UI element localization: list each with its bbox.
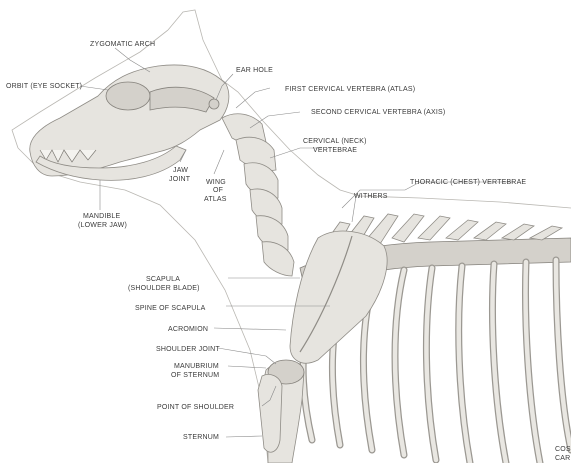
cervical-vertebrae — [222, 114, 294, 276]
sternum-bone — [258, 374, 282, 452]
label-spine-of-scapula: SPINE OF SCAPULA — [135, 305, 206, 312]
label-manubrium-line1: MANUBRIUM — [174, 363, 219, 370]
label-thoracic: THORACIC (CHEST) VERTEBRAE — [410, 179, 526, 186]
scapula — [290, 231, 387, 363]
label-first-cervical: FIRST CERVICAL VERTEBRA (ATLAS) — [285, 86, 415, 93]
label-manubrium-line2: OF STERNUM — [171, 372, 219, 379]
label-withers: WITHERS — [354, 193, 388, 200]
label-acromion: ACROMION — [168, 326, 208, 333]
label-second-cervical: SECOND CERVICAL VERTEBRA (AXIS) — [311, 109, 445, 116]
label-cervical-line2: VERTEBRAE — [313, 147, 357, 154]
label-mandible-line1: MANDIBLE — [83, 213, 121, 220]
label-scapula-line1: SCAPULA — [146, 276, 180, 283]
label-wing-line2: OF — [213, 187, 223, 194]
label-jaw-line1: JAW — [173, 167, 188, 174]
label-point-of-shoulder: POINT OF SHOULDER — [157, 404, 234, 411]
label-jaw-line2: JOINT — [169, 176, 191, 183]
label-shoulder-joint: SHOULDER JOINT — [156, 346, 220, 353]
label-sternum: STERNUM — [183, 434, 219, 441]
label-mandible-line2: (LOWER JAW) — [78, 222, 127, 229]
label-wing-line3: ATLAS — [204, 196, 227, 203]
label-scapula-line2: (SHOULDER BLADE) — [128, 285, 200, 292]
label-zygomatic-arch: ZYGOMATIC ARCH — [90, 41, 155, 48]
label-costal-line2: CAR — [555, 455, 570, 462]
label-cervical-line1: CERVICAL (NECK) — [303, 138, 367, 145]
ear-hole-mark — [209, 99, 219, 109]
label-costal-line1: COS — [555, 446, 571, 453]
label-orbit: ORBIT (EYE SOCKET) — [6, 83, 82, 90]
label-ear-hole: EAR HOLE — [236, 67, 273, 74]
label-wing-line1: WING — [206, 179, 226, 186]
orbit-socket — [106, 82, 150, 110]
